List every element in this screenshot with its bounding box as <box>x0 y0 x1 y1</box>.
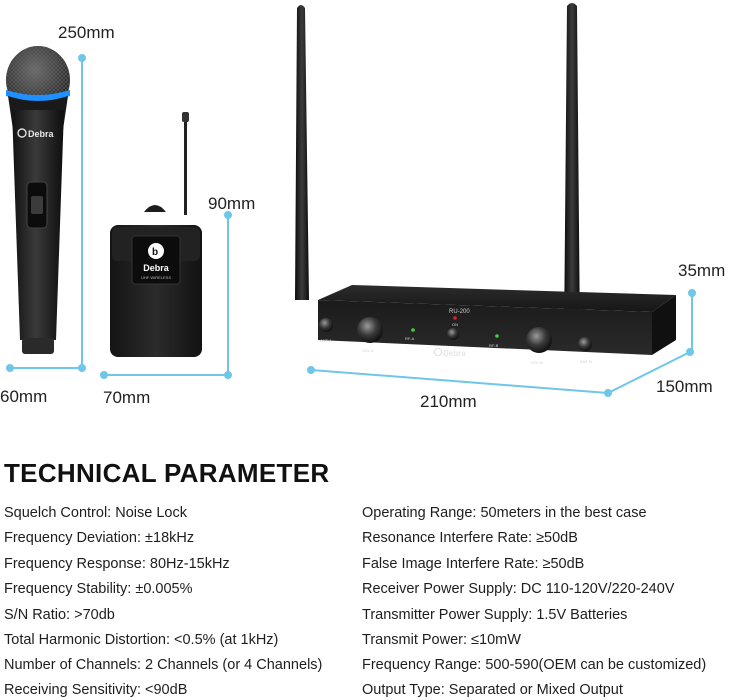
receiver: RU-200 ON ANT A VOL A RF-A RF-B VOL B AN… <box>295 3 676 365</box>
spec-item: Frequency Range: 500-590(OEM can be cust… <box>362 657 707 673</box>
spec-item: Receiving Sensitivity: <90dB <box>4 682 188 698</box>
ant-a-label: ANT A <box>320 338 332 343</box>
spec-item: Frequency Stability: ±0.005% <box>4 581 193 597</box>
spec-item: False Image Interfere Rate: ≥50dB <box>362 556 585 572</box>
spec-item: Transmitter Power Supply: 1.5V Batteries <box>362 607 628 623</box>
rf-b-label: RF-B <box>489 343 499 348</box>
vol-b-label: VOL B <box>531 360 543 365</box>
receiver-brand: Debra <box>443 349 466 358</box>
ant-b-label: ANT B <box>580 359 592 364</box>
spec-item: Number of Channels: 2 Channels (or 4 Cha… <box>4 657 323 673</box>
receiver-height-label: 35mm <box>678 261 726 280</box>
bodypack-height-label: 90mm <box>208 194 256 213</box>
bodypack-brand: Debra <box>143 263 170 273</box>
rf-a-label: RF-A <box>405 336 415 341</box>
bodypack-transmitter: b Debra UHF WIRELESS <box>110 112 202 357</box>
bodypack-sub: UHF WIRELESS <box>141 275 171 280</box>
section-title: TECHNICAL PARAMETER <box>4 458 330 488</box>
spec-item: Squelch Control: Noise Lock <box>4 505 187 521</box>
spec-item: S/N Ratio: >70db <box>4 607 115 623</box>
bodypack-width-label: 70mm <box>103 388 151 407</box>
svg-text:b: b <box>152 247 158 258</box>
spec-item: Frequency Deviation: ±18kHz <box>4 530 195 546</box>
receiver-width-label: 210mm <box>420 392 477 411</box>
product-figure: Debra b Debra UHF WIRELESS <box>6 3 696 397</box>
spec-item: Resonance Interfere Rate: ≥50dB <box>362 530 578 546</box>
spec-item: Total Harmonic Distortion: <0.5% (at 1kH… <box>4 632 279 648</box>
mic-height-label: 250mm <box>58 23 115 42</box>
receiver-model: RU-200 <box>449 309 470 315</box>
receiver-depth-label: 150mm <box>656 377 713 396</box>
vol-a-label: VOL A <box>362 348 374 353</box>
spec-item: Receiver Power Supply: DC 110-120V/220-2… <box>362 581 675 597</box>
spec-item: Frequency Response: 80Hz-15kHz <box>4 556 230 572</box>
spec-item: Operating Range: 50meters in the best ca… <box>362 505 647 521</box>
mic-width-label: 60mm <box>0 387 48 406</box>
spec-item: Output Type: Separated or Mixed Output <box>362 682 623 698</box>
dimension-lines <box>6 54 696 397</box>
spec-item: Transmit Power: ≤10mW <box>362 632 521 648</box>
on-label: ON <box>452 322 458 327</box>
mic-brand: Debra <box>28 129 55 139</box>
handheld-microphone: Debra <box>6 46 70 354</box>
